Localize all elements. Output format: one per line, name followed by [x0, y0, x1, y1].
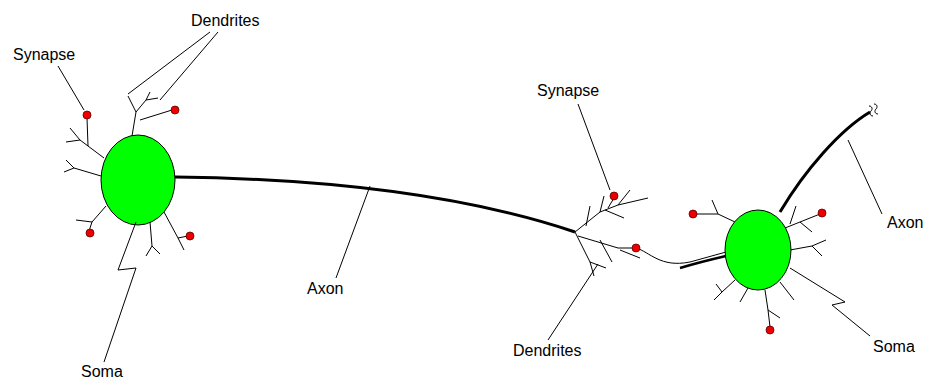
dendrite	[790, 240, 826, 256]
leader-line	[548, 264, 598, 340]
soma	[725, 210, 791, 290]
synapse-dot	[610, 192, 618, 200]
synapse-dot	[83, 111, 91, 119]
part-label: Dendrites	[190, 12, 260, 30]
dendrite	[64, 160, 101, 176]
leader-line	[790, 268, 870, 336]
leader-line-group	[58, 32, 882, 362]
leader-line	[336, 186, 370, 278]
synapse-dot	[86, 229, 94, 237]
axon	[175, 177, 575, 232]
dendrite	[636, 248, 726, 263]
part-label: Axon	[306, 280, 344, 298]
synapse-dot	[186, 232, 194, 240]
dendrite	[66, 118, 104, 158]
soma	[101, 135, 175, 225]
leader-line	[58, 66, 84, 110]
dendrite	[128, 92, 172, 136]
synapse-dot-group	[83, 106, 826, 334]
part-label: Synapse	[12, 46, 76, 64]
dendrite	[575, 190, 648, 232]
part-label: Synapse	[536, 82, 600, 100]
part-label: Axon	[886, 214, 924, 232]
leader-line	[848, 140, 882, 214]
leader-line	[578, 104, 610, 190]
synapse-dot	[689, 210, 697, 218]
leader-line	[104, 222, 136, 362]
synapse-dot	[171, 106, 179, 114]
dendrite-group	[64, 92, 826, 327]
synapse-dot	[818, 209, 826, 217]
synapse-dot	[632, 244, 640, 252]
dendrite	[696, 200, 735, 222]
axon	[780, 112, 870, 212]
dendrite	[76, 206, 106, 231]
dendrite	[164, 212, 188, 250]
dendrite	[575, 232, 640, 276]
part-label: Soma	[872, 338, 916, 356]
part-label: Dendrites	[512, 342, 582, 360]
dendrite	[146, 222, 160, 256]
axon	[680, 256, 726, 268]
synapse-dot	[766, 326, 774, 334]
part-label: Soma	[80, 363, 124, 381]
leader-line	[128, 32, 218, 100]
axon-break	[869, 104, 878, 116]
